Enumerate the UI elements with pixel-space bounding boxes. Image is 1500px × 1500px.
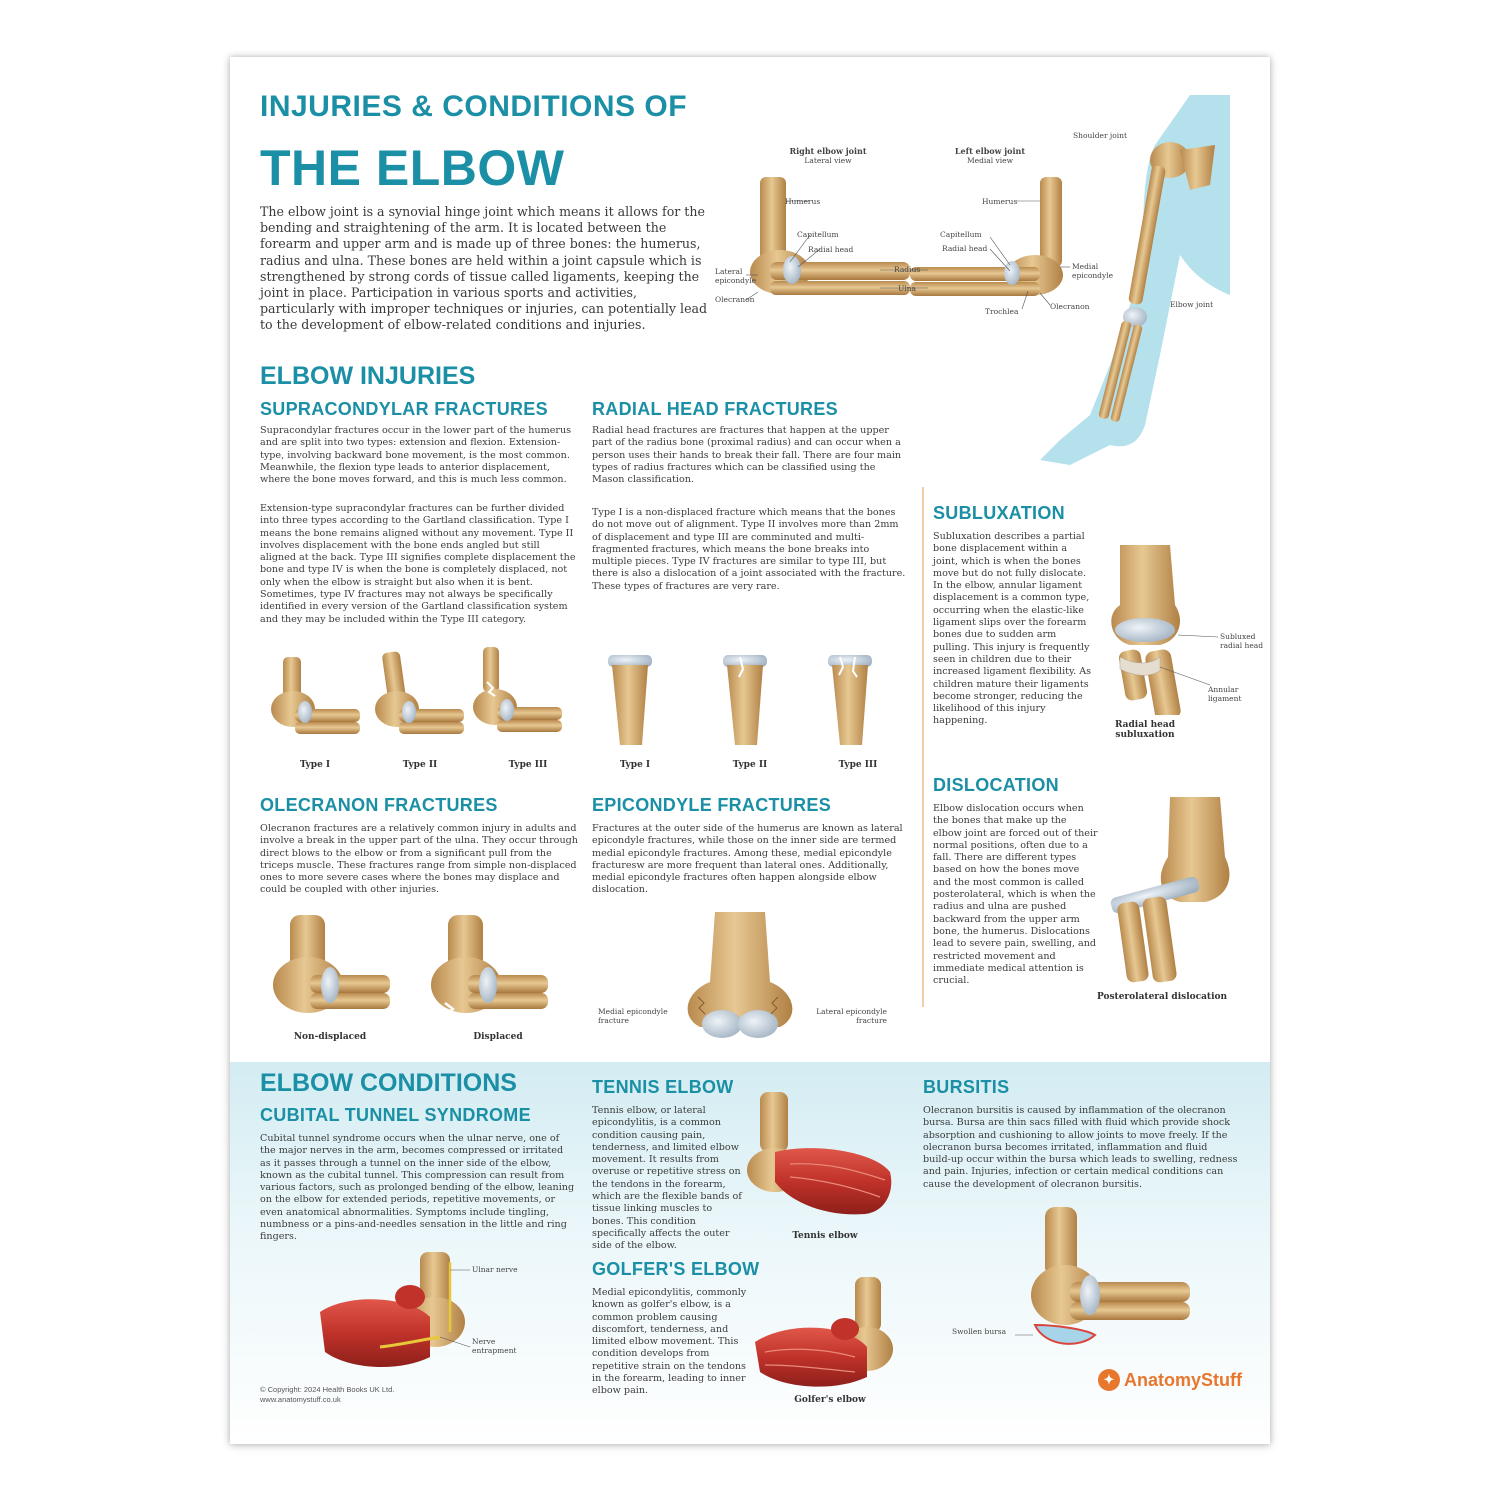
subluxation-text: Subluxation describes a partial bone dis… <box>933 531 1092 727</box>
supracondylar-text-2: Extension-type supracondylar fractures c… <box>260 503 576 625</box>
label-annular-ligament: Annular ligament <box>1208 685 1242 703</box>
left-elbow-illustration <box>910 177 1063 296</box>
label-subluxed-radial-head: Subluxed radial head <box>1220 632 1264 650</box>
subluxation-title: SUBLUXATION <box>933 503 1065 523</box>
epicondyle-text: Fractures at the outer side of the humer… <box>592 823 903 896</box>
anatomystuff-logo: ✦ AnatomyStuff <box>1098 1369 1242 1391</box>
arm-skeleton-illustration <box>1040 95 1230 465</box>
cubital-illustration <box>320 1252 471 1368</box>
golfers-title: GOLFER'S ELBOW <box>592 1259 760 1279</box>
cubital-title: CUBITAL TUNNEL SYNDROME <box>260 1105 531 1125</box>
supracondylar-text-1: Supracondylar fractures occur in the low… <box>260 425 572 486</box>
column-divider <box>922 487 924 1007</box>
left-elbow-title: Left elbow joint <box>954 146 1026 156</box>
radial-head-title: RADIAL HEAD FRACTURES <box>592 399 838 419</box>
poster: INJURIES & CONDITIONS OF THE ELBOW The e… <box>230 57 1270 1444</box>
copyright-text: © Copyright: 2024 Health Books UK Ltd. <box>260 1385 395 1394</box>
right-elbow-heading: Right elbow joint Lateral view <box>778 146 878 166</box>
label-radial-head-left: Radial head <box>942 244 988 253</box>
supracondylar-caption-1: Type I <box>299 760 331 770</box>
label-trochlea: Trochlea <box>985 307 1019 316</box>
cubital-text: Cubital tunnel syndrome occurs when the … <box>260 1133 575 1243</box>
right-elbow-illustration <box>750 177 910 295</box>
label-ulnar-nerve: Ulnar nerve <box>472 1265 518 1274</box>
supracondylar-caption-2: Type II <box>402 760 438 770</box>
label-medial-epicondyle-fracture: Medial epicondyle fracture <box>598 1007 668 1025</box>
label-nerve-entrapment: Nerve entrapment <box>472 1337 517 1355</box>
radial-head-illustrations <box>608 655 872 745</box>
label-medial-epicondyle: Medial epicondyle <box>1072 262 1114 280</box>
golfers-caption: Golfer's elbow <box>794 1395 866 1405</box>
intro-paragraph: The elbow joint is a synovial hinge join… <box>260 204 708 333</box>
label-olecranon-right: Olecranon <box>715 295 755 304</box>
golfers-text: Medial epicondylitis, commonly known as … <box>592 1287 747 1397</box>
radial-head-caption-1: Type I <box>619 760 651 770</box>
label-olecranon-left: Olecranon <box>1050 302 1090 311</box>
injuries-heading: ELBOW INJURIES <box>260 362 476 390</box>
radial-head-caption-3: Type III <box>838 760 878 770</box>
golfers-elbow-illustration <box>755 1277 893 1387</box>
dislocation-illustration <box>1110 797 1230 983</box>
tennis-elbow-illustration <box>747 1092 892 1215</box>
left-elbow-heading: Left elbow joint Medial view <box>940 146 1040 166</box>
left-elbow-subtitle: Medial view <box>966 156 1014 165</box>
label-ulna: Ulna <box>898 284 917 293</box>
supracondylar-caption-3: Type III <box>508 760 548 770</box>
title-line1: INJURIES & CONDITIONS OF <box>260 90 688 123</box>
logo-icon: ✦ <box>1098 1369 1120 1391</box>
label-swollen-bursa: Swollen bursa <box>952 1327 1007 1336</box>
radial-head-caption-2: Type II <box>732 760 768 770</box>
tennis-caption: Tennis elbow <box>792 1231 858 1241</box>
title-line2: THE ELBOW <box>260 140 565 196</box>
label-capitellum-left: Capitellum <box>940 230 982 239</box>
radial-head-text-2: Type I is a non-displaced fracture which… <box>592 507 906 592</box>
olecranon-text: Olecranon fractures are a relatively com… <box>260 823 578 896</box>
bursitis-title: BURSITIS <box>923 1077 1010 1097</box>
epicondyle-illustration <box>687 912 793 1038</box>
label-elbow-joint: Elbow joint <box>1170 300 1214 309</box>
tennis-title: TENNIS ELBOW <box>592 1077 734 1097</box>
elbow-joint-diagrams <box>745 177 1070 310</box>
right-elbow-title: Right elbow joint <box>789 146 867 156</box>
copyright-block: © Copyright: 2024 Health Books UK Ltd. w… <box>260 1385 394 1405</box>
olecranon-title: OLECRANON FRACTURES <box>260 795 498 815</box>
bursitis-illustration <box>1015 1207 1190 1345</box>
dislocation-title: DISLOCATION <box>933 775 1059 795</box>
label-radial-head-right: Radial head <box>808 245 854 254</box>
tennis-text: Tennis elbow, or lateral epicondylitis, … <box>592 1105 742 1252</box>
label-humerus-left: Humerus <box>982 197 1018 206</box>
supracondylar-title: SUPRACONDYLAR FRACTURES <box>260 399 548 419</box>
label-humerus-right: Humerus <box>785 197 821 206</box>
dislocation-caption: Posterolateral dislocation <box>1096 992 1228 1002</box>
supracondylar-illustrations <box>271 647 562 734</box>
subluxation-caption: Radial head subluxation <box>1114 720 1175 740</box>
website-text: www.anatomystuff.co.uk <box>260 1395 341 1404</box>
subluxation-illustration <box>1111 545 1219 715</box>
right-elbow-subtitle: Lateral view <box>804 156 852 165</box>
olecranon-caption-2: Displaced <box>473 1032 523 1042</box>
olecranon-illustrations <box>273 915 548 1021</box>
epicondyle-title: EPICONDYLE FRACTURES <box>592 795 832 815</box>
dislocation-text: Elbow dislocation occurs when the bones … <box>933 803 1098 987</box>
radial-head-text-1: Radial head fractures are fractures that… <box>592 425 902 486</box>
label-lateral-epicondyle: Lateral epicondyle <box>715 267 757 285</box>
conditions-background <box>230 1062 1270 1444</box>
logo-text: AnatomyStuff <box>1124 1369 1242 1390</box>
label-radius: Radius <box>894 265 921 274</box>
label-shoulder-joint: Shoulder joint <box>1073 131 1128 140</box>
label-capitellum-right: Capitellum <box>797 230 839 239</box>
label-lateral-epicondyle-fracture: Lateral epicondyle fracture <box>816 1007 887 1025</box>
conditions-heading: ELBOW CONDITIONS <box>260 1069 517 1097</box>
bursitis-text: Olecranon bursitis is caused by inflamma… <box>923 1105 1238 1190</box>
olecranon-caption-1: Non-displaced <box>293 1032 367 1042</box>
